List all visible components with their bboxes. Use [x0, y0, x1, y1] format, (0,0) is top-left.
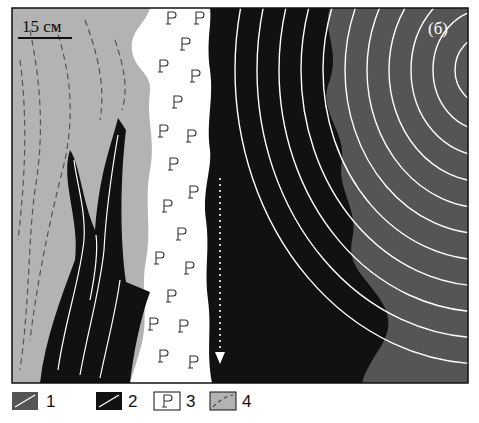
scale-bar [18, 37, 72, 39]
legend-number: 4 [242, 393, 251, 410]
scale-label: 15 см [22, 18, 62, 35]
legend-number: 3 [186, 393, 195, 410]
legend-number: 2 [128, 393, 137, 410]
legend-number: 1 [46, 393, 55, 410]
legend-swatches [12, 392, 236, 410]
drawing-area [12, 0, 479, 383]
dark-grey-unit [326, 8, 468, 383]
black-unit-right [205, 8, 468, 383]
fold-arcs [235, 0, 479, 364]
movement-arrow [215, 178, 225, 364]
light-grey-unit [12, 8, 152, 383]
fold-lines-left [58, 135, 120, 378]
black-fold-left [40, 118, 150, 383]
p-pattern [148, 12, 204, 368]
panel-letter: (б) [428, 20, 448, 37]
